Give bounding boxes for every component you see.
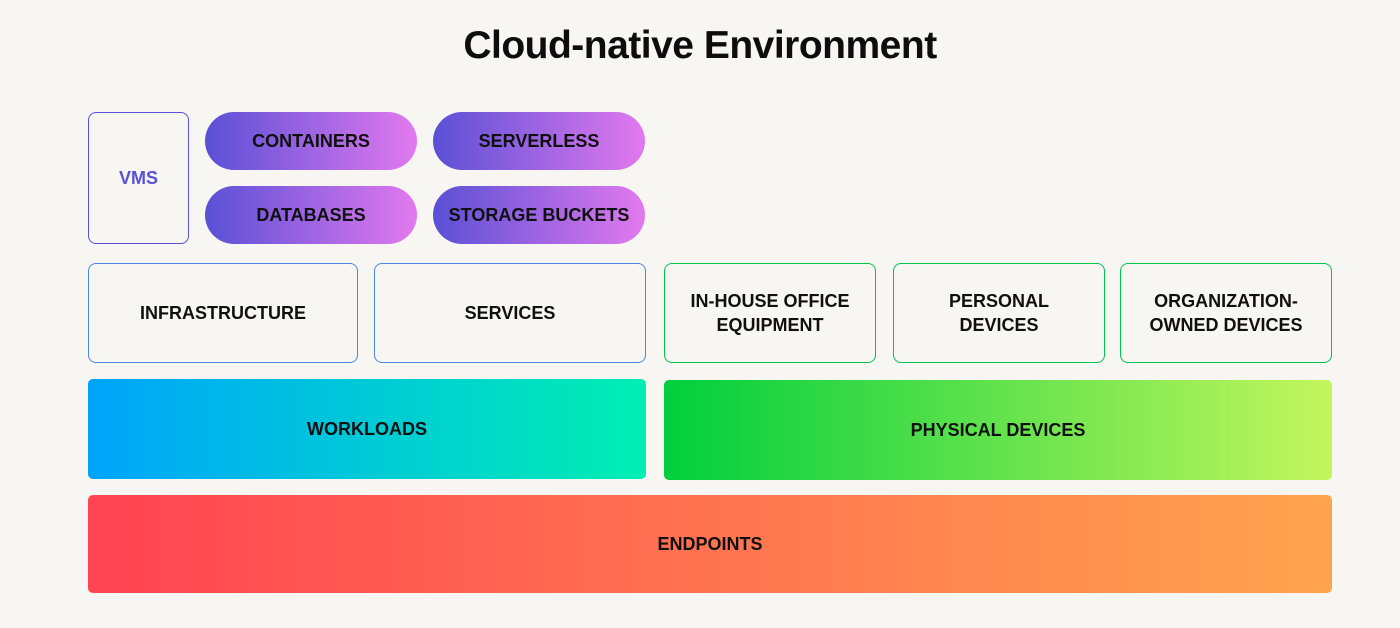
containers-pill: CONTAINERS [205,112,417,170]
organization-owned-devices-box: ORGANIZATION-OWNED DEVICES [1120,263,1332,363]
serverless-pill: SERVERLESS [433,112,645,170]
databases-label: DATABASES [256,204,366,225]
services-box: SERVICES [374,263,646,363]
containers-label: CONTAINERS [252,130,370,151]
serverless-label: SERVERLESS [478,130,600,151]
personal-devices-label: PERSONAL DEVICES [948,290,1049,335]
in-house-office-equipment-box: IN-HOUSE OFFICE EQUIPMENT [664,263,876,363]
vms-box: VMS [88,112,189,244]
endpoints-bar: ENDPOINTS [88,495,1332,593]
page-title: Cloud-native Environment [463,24,937,67]
physical-devices-label: PHYSICAL DEVICES [910,419,1086,440]
storage-buckets-label: STORAGE BUCKETS [448,204,630,225]
organization-owned-devices-label: ORGANIZATION-OWNED DEVICES [1149,290,1303,335]
infrastructure-label: INFRASTRUCTURE [140,302,306,323]
databases-pill: DATABASES [205,186,417,244]
endpoints-label: ENDPOINTS [657,533,763,554]
vms-label: VMS [118,167,158,188]
personal-devices-box: PERSONAL DEVICES [893,263,1105,363]
in-house-office-equipment-label: IN-HOUSE OFFICE EQUIPMENT [690,290,850,335]
physical-devices-bar: PHYSICAL DEVICES [664,380,1332,480]
services-label: SERVICES [464,302,556,323]
storage-buckets-pill: STORAGE BUCKETS [433,186,645,244]
workloads-bar: WORKLOADS [88,379,646,479]
infrastructure-box: INFRASTRUCTURE [88,263,358,363]
workloads-label: WORKLOADS [307,418,427,439]
